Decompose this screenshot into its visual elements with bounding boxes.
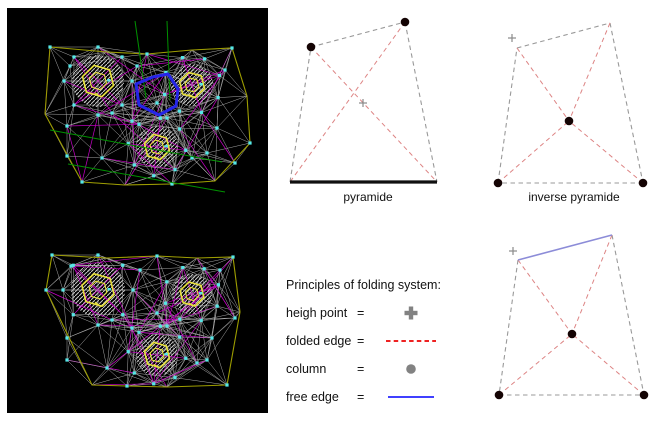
free-edge-icon (381, 388, 441, 406)
inverse-pyramide-label: inverse pyramide (528, 190, 620, 204)
legend-row-free-edge: free edge = (286, 388, 464, 406)
legend-row-label: folded edge (286, 334, 352, 348)
equals-sign: = (357, 334, 365, 348)
inverse-pyramide-sketch (493, 22, 648, 188)
equals-sign: = (357, 306, 365, 320)
legend-row-column: column = (286, 360, 464, 378)
column-icon (381, 360, 441, 378)
cad-screenshot-panel (7, 8, 268, 413)
legend-row-label: heigh point (286, 306, 348, 320)
legend-row-label: free edge (286, 390, 339, 404)
height-point-icon (381, 304, 441, 322)
legend-title: Principles of folding system: (286, 278, 441, 292)
equals-sign: = (357, 362, 365, 376)
equals-sign: = (357, 390, 365, 404)
legend-row-folded-edge: folded edge = (286, 332, 464, 350)
legend-row-label: column (286, 362, 327, 376)
cad-mesh-drawing (7, 8, 268, 413)
free-edge-variant-sketch (494, 234, 649, 400)
pyramide-label: pyramide (343, 190, 393, 204)
legend-row-heigh-point: heigh point = (286, 304, 464, 322)
inverse-pyramide-diagram: inverse pyramide (488, 10, 660, 204)
pyramide-sketch (289, 17, 438, 184)
pyramide-diagram: pyramide (283, 10, 453, 204)
folded-edge-icon (381, 332, 441, 350)
legend: Principles of folding system: heigh poin… (286, 278, 464, 410)
free-edge-variant-diagram (488, 227, 664, 401)
